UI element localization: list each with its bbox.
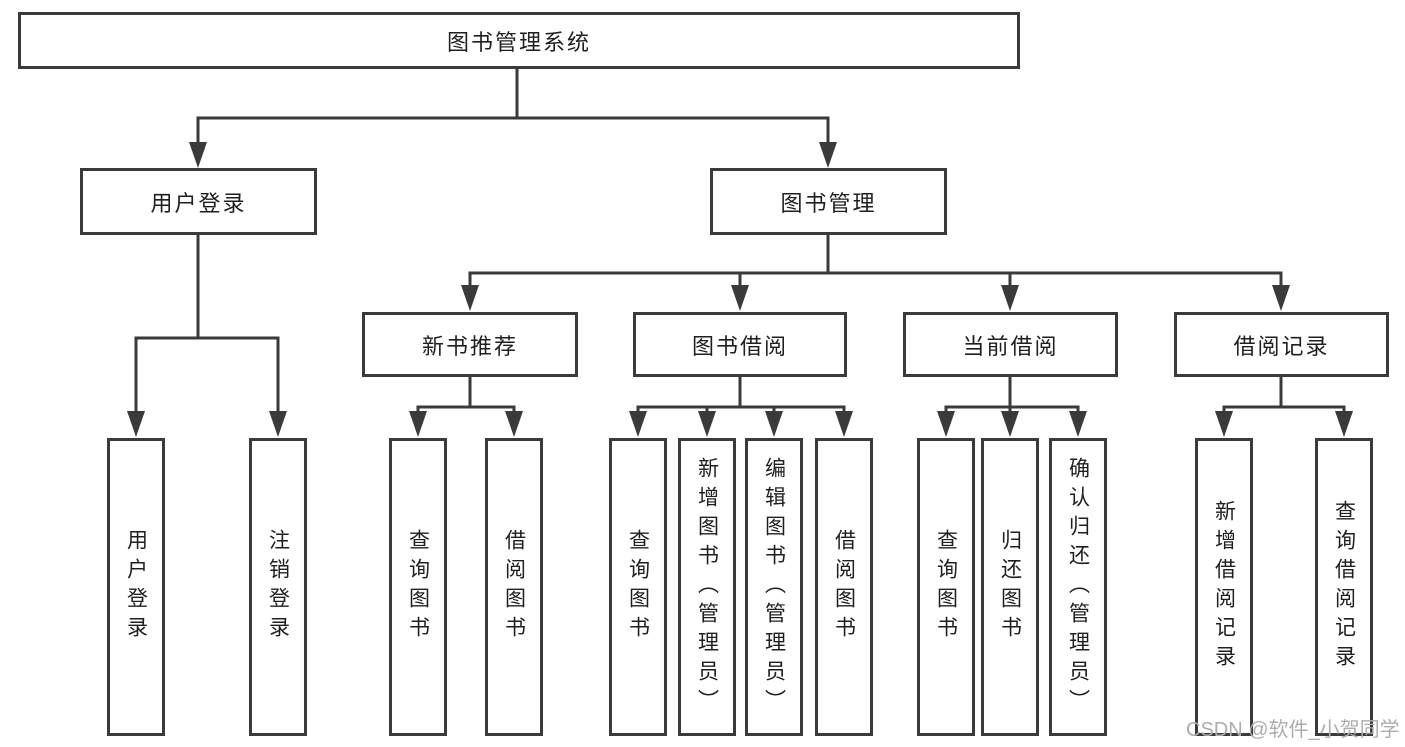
node-leaf-return-books: 归还图书 bbox=[981, 438, 1039, 736]
watermark: CSDN @软件_小贺同学 bbox=[1186, 719, 1400, 741]
node-leaf-logout: 注销登录 bbox=[249, 438, 307, 736]
node-leaf-query-borrow-record: 查询借阅记录 bbox=[1315, 438, 1373, 736]
node-leaf-user-login: 用户登录 bbox=[107, 438, 165, 736]
node-leaf-borrow-books-2: 借阅图书 bbox=[815, 438, 873, 736]
node-library-system: 图书管理系统 bbox=[18, 12, 1020, 69]
node-user-login: 用户登录 bbox=[80, 168, 317, 235]
node-leaf-add-books-admin: 新增图书（管理员） bbox=[678, 438, 736, 736]
node-leaf-confirm-return-admin: 确认归还（管理员） bbox=[1049, 438, 1107, 736]
node-new-book-recommend: 新书推荐 bbox=[362, 312, 578, 377]
node-book-borrow: 图书借阅 bbox=[633, 312, 847, 377]
node-leaf-query-books-2: 查询图书 bbox=[609, 438, 667, 736]
node-current-borrow: 当前借阅 bbox=[903, 312, 1118, 377]
node-leaf-add-borrow-record: 新增借阅记录 bbox=[1195, 438, 1253, 736]
node-borrow-record: 借阅记录 bbox=[1174, 312, 1389, 377]
node-leaf-query-books-3: 查询图书 bbox=[917, 438, 975, 736]
node-leaf-borrow-books-1: 借阅图书 bbox=[485, 438, 543, 736]
node-leaf-query-books-1: 查询图书 bbox=[389, 438, 447, 736]
node-leaf-edit-books-admin: 编辑图书（管理员） bbox=[745, 438, 803, 736]
node-book-management: 图书管理 bbox=[710, 168, 947, 235]
arrowhead-down-icons bbox=[127, 142, 1353, 437]
